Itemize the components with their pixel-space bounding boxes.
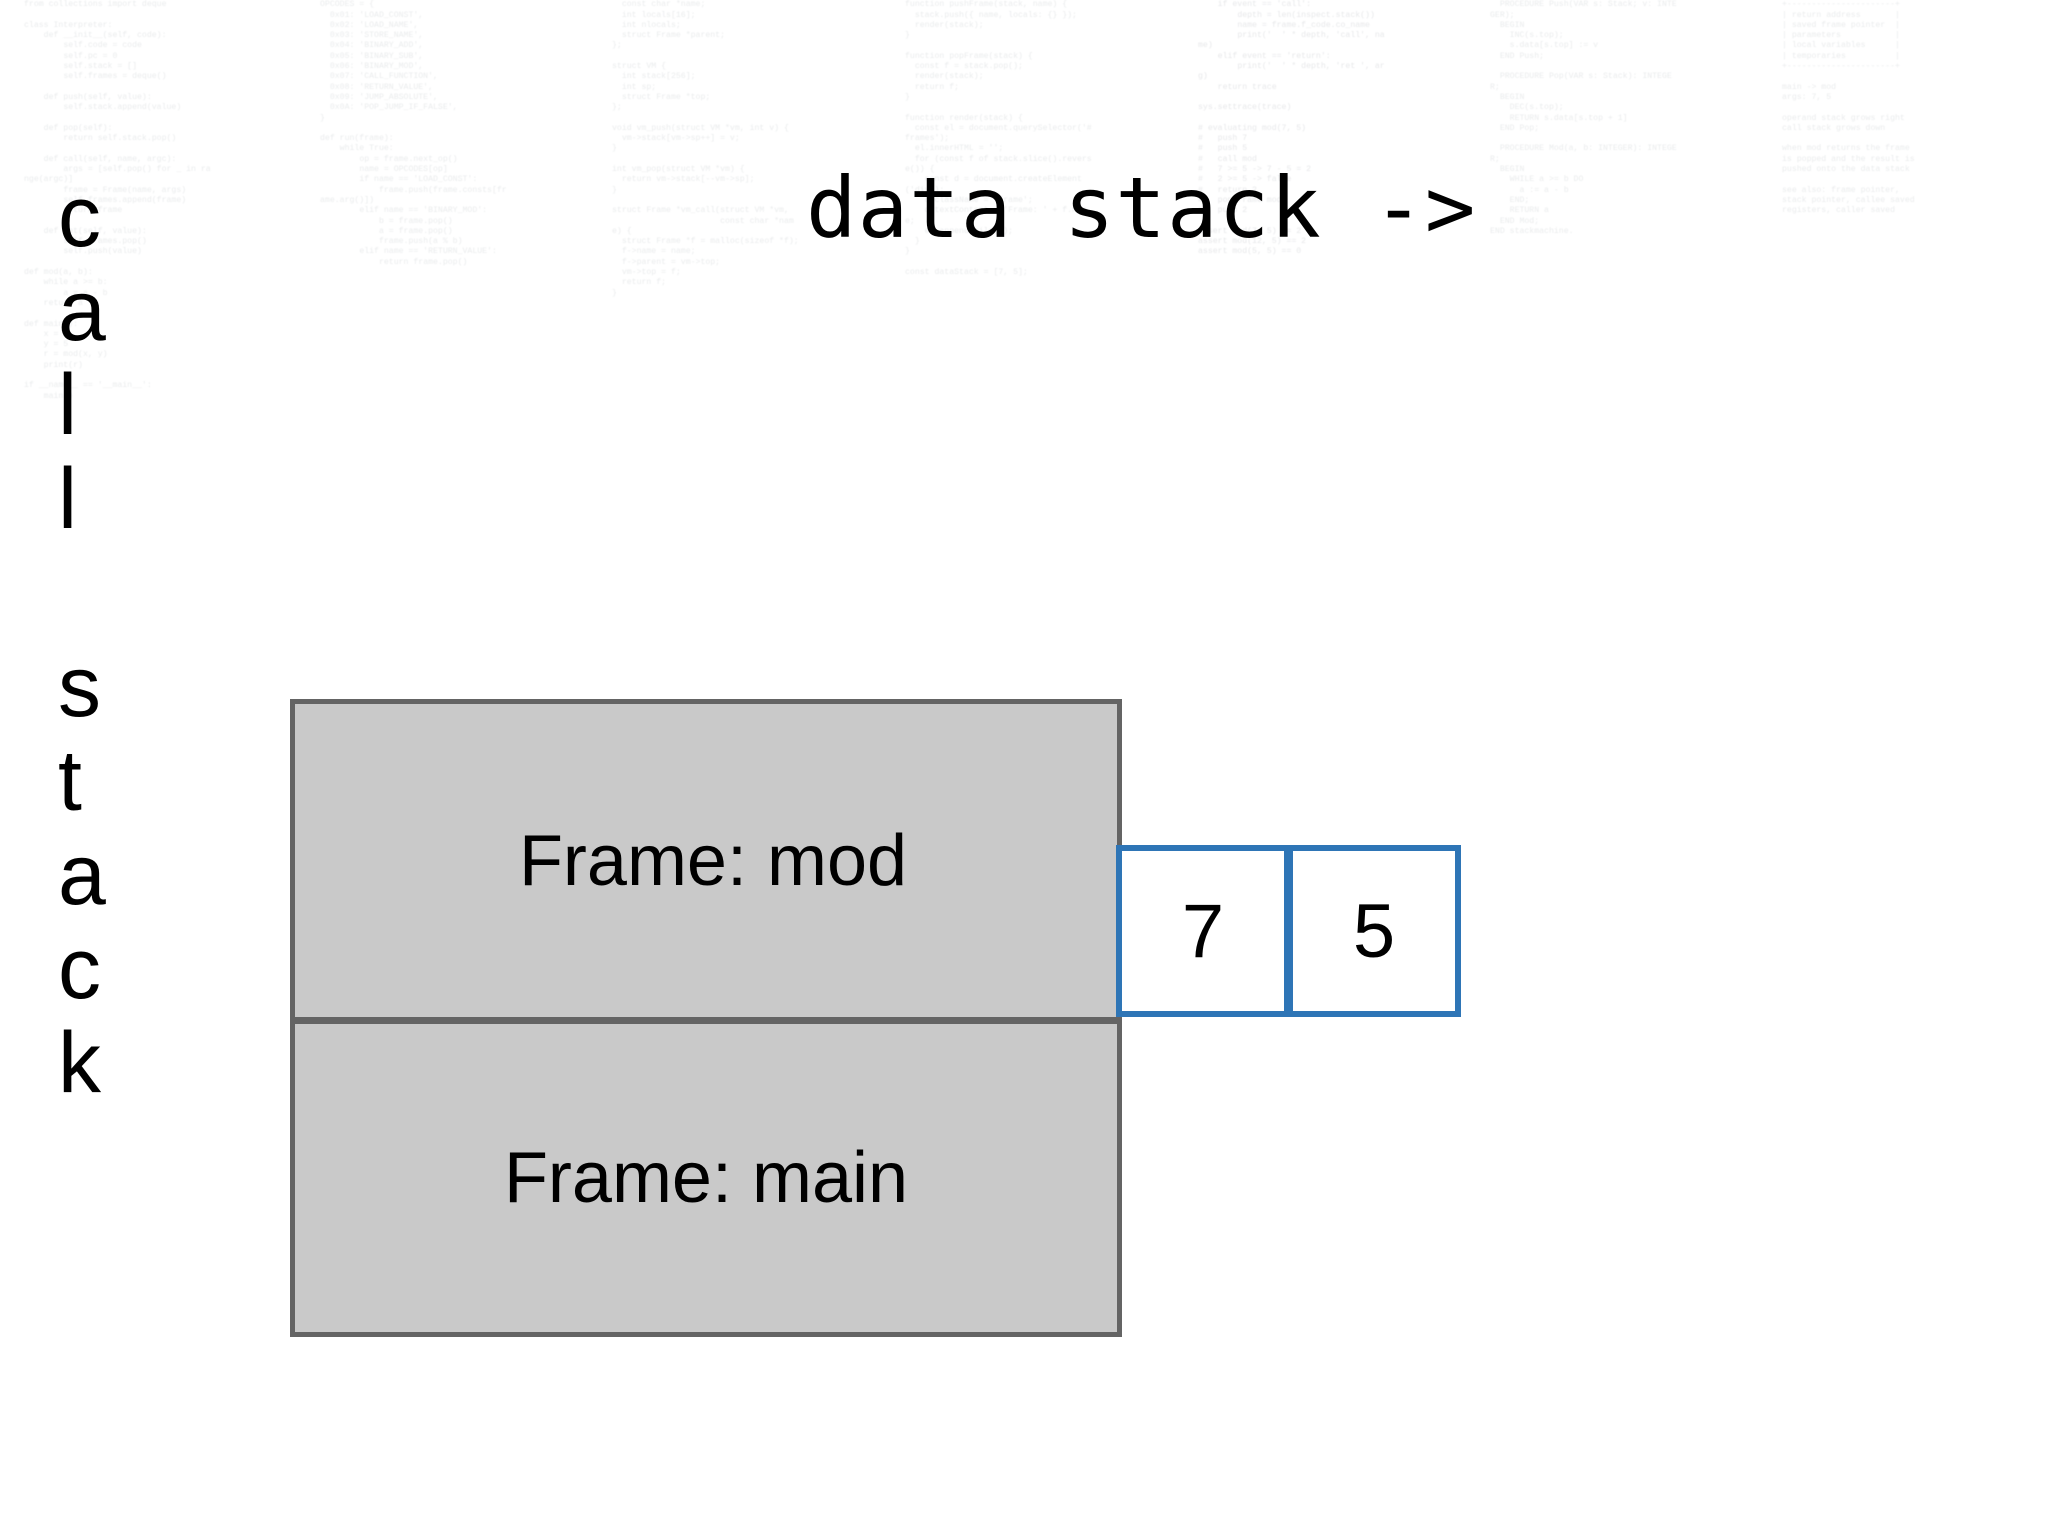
call-stack-letter: l bbox=[58, 357, 78, 453]
call-stack-frames: Frame: mod Frame: main bbox=[290, 699, 1122, 1337]
frame-label: Frame: main bbox=[503, 1138, 909, 1218]
call-stack-letter: a bbox=[58, 827, 106, 923]
call-stack-letter: a bbox=[58, 263, 106, 359]
call-stack-letter: c bbox=[58, 921, 101, 1017]
call-stack-frame-main[interactable]: Frame: main bbox=[290, 1019, 1122, 1337]
watermark-column: activation record layout +--------------… bbox=[1782, 0, 1915, 216]
call-stack-letter: s bbox=[58, 639, 101, 735]
call-stack-letter: k bbox=[58, 1015, 101, 1111]
call-stack-frame-mod[interactable]: Frame: mod bbox=[290, 699, 1122, 1022]
data-stack-cell[interactable]: 5 bbox=[1287, 845, 1461, 1017]
call-stack-letter: t bbox=[58, 733, 82, 829]
call-stack-axis-label: c a l l s t a c k bbox=[58, 170, 106, 1110]
watermark-column: MODULE stackmachine PROCEDURE Push(VAR s… bbox=[1490, 0, 1677, 236]
call-stack-letter-space bbox=[58, 546, 106, 640]
call-stack-letter: l bbox=[58, 451, 78, 547]
data-stack-cell[interactable]: 7 bbox=[1116, 845, 1290, 1017]
frame-label: Frame: mod bbox=[518, 820, 908, 901]
data-stack-heading: data stack -> bbox=[806, 159, 1477, 257]
data-stack-cells: 7 5 bbox=[1116, 845, 1461, 1017]
watermark-column: import sys from collections import deque… bbox=[24, 0, 211, 401]
call-stack-letter: c bbox=[58, 169, 101, 265]
